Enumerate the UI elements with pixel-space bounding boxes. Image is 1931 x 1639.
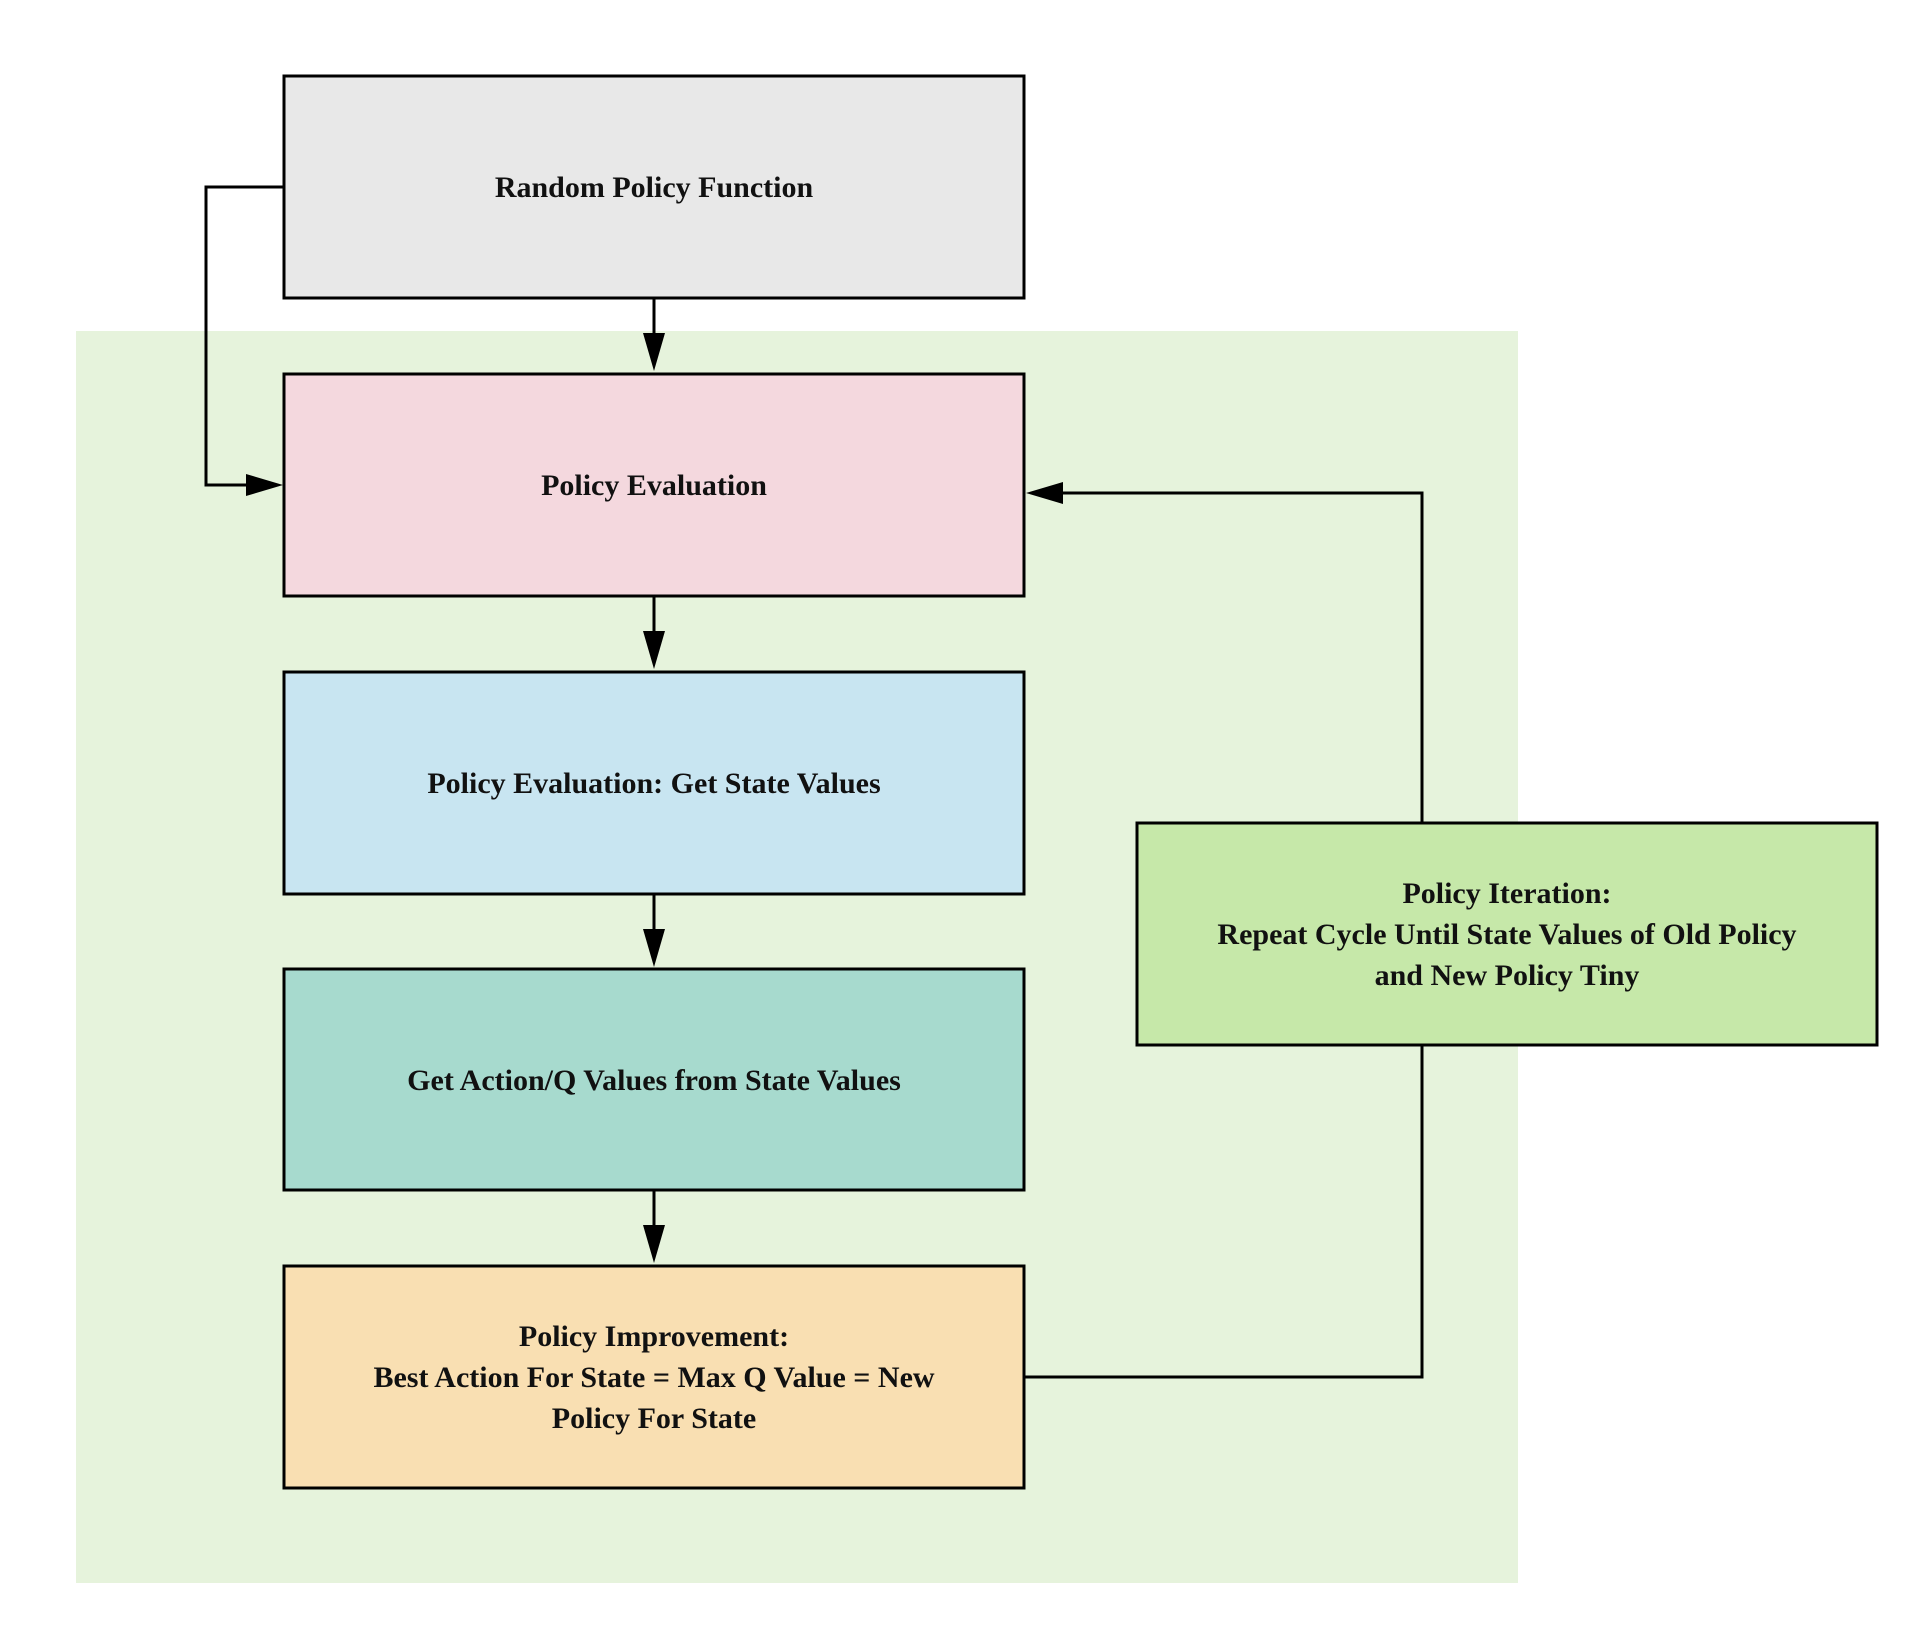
- get-state-values-label-line: Policy Evaluation: Get State Values: [427, 767, 880, 800]
- get-q-values-label: Get Action/Q Values from State Values: [407, 1064, 901, 1097]
- policy-improvement-box: [282, 1264, 1026, 1490]
- policy-iteration-label-line: Repeat Cycle Until State Values of Old P…: [1217, 918, 1796, 951]
- edge-iteration-to-evaluation-arrowhead: [1026, 482, 1063, 504]
- node-random-policy: Random Policy Function: [282, 74, 1026, 300]
- random-policy-label-line: Random Policy Function: [495, 171, 814, 204]
- get-state-values-box: [282, 670, 1026, 896]
- edge-random-side-to-evaluation: [204, 185, 284, 487]
- policy-iteration-box: [1135, 821, 1879, 1047]
- edge-q-values-to-improvement-arrowhead: [643, 1225, 665, 1263]
- edge-state-values-to-q-values-arrowhead: [643, 929, 665, 967]
- policy-iteration-label: Policy Iteration: Repeat Cycle Until Stat…: [1217, 877, 1796, 992]
- edge-evaluation-to-state-values-arrowhead: [643, 631, 665, 669]
- policy-improvement-label-line: Best Action For State = Max Q Value = Ne…: [373, 1361, 934, 1394]
- node-get-q-values: Get Action/Q Values from State Values: [282, 967, 1026, 1192]
- random-policy-label: Random Policy Function: [495, 171, 814, 204]
- edge-random-side-arrowhead: [246, 474, 283, 496]
- node-policy-iteration: Policy Iteration: Repeat Cycle Until Stat…: [1135, 821, 1879, 1047]
- edge-improvement-to-iteration: [1024, 1045, 1424, 1379]
- random-policy-box: [282, 74, 1026, 300]
- policy-evaluation-box: [282, 372, 1026, 598]
- node-policy-evaluation: Policy Evaluation: [282, 372, 1026, 598]
- edges: [204, 185, 1424, 1379]
- edge-iteration-to-evaluation: [1063, 491, 1424, 823]
- policy-improvement-label: Policy Improvement: Best Action For State…: [373, 1320, 934, 1435]
- get-q-values-box: [282, 967, 1026, 1192]
- policy-iteration-label-line: and New Policy Tiny: [1375, 959, 1640, 992]
- node-get-state-values: Policy Evaluation: Get State Values: [282, 670, 1026, 896]
- policy-improvement-label-line: Policy For State: [552, 1402, 756, 1435]
- policy-evaluation-label: Policy Evaluation: [541, 469, 767, 502]
- get-q-values-label-line: Get Action/Q Values from State Values: [407, 1064, 901, 1097]
- policy-improvement-label-line: Policy Improvement:: [519, 1320, 789, 1353]
- policy-iteration-label-line: Policy Iteration:: [1402, 877, 1611, 910]
- node-policy-improvement: Policy Improvement: Best Action For State…: [282, 1264, 1026, 1490]
- get-state-values-label: Policy Evaluation: Get State Values: [427, 767, 880, 800]
- policy-evaluation-label-line: Policy Evaluation: [541, 469, 767, 502]
- edge-random-to-evaluation-arrowhead: [643, 333, 665, 371]
